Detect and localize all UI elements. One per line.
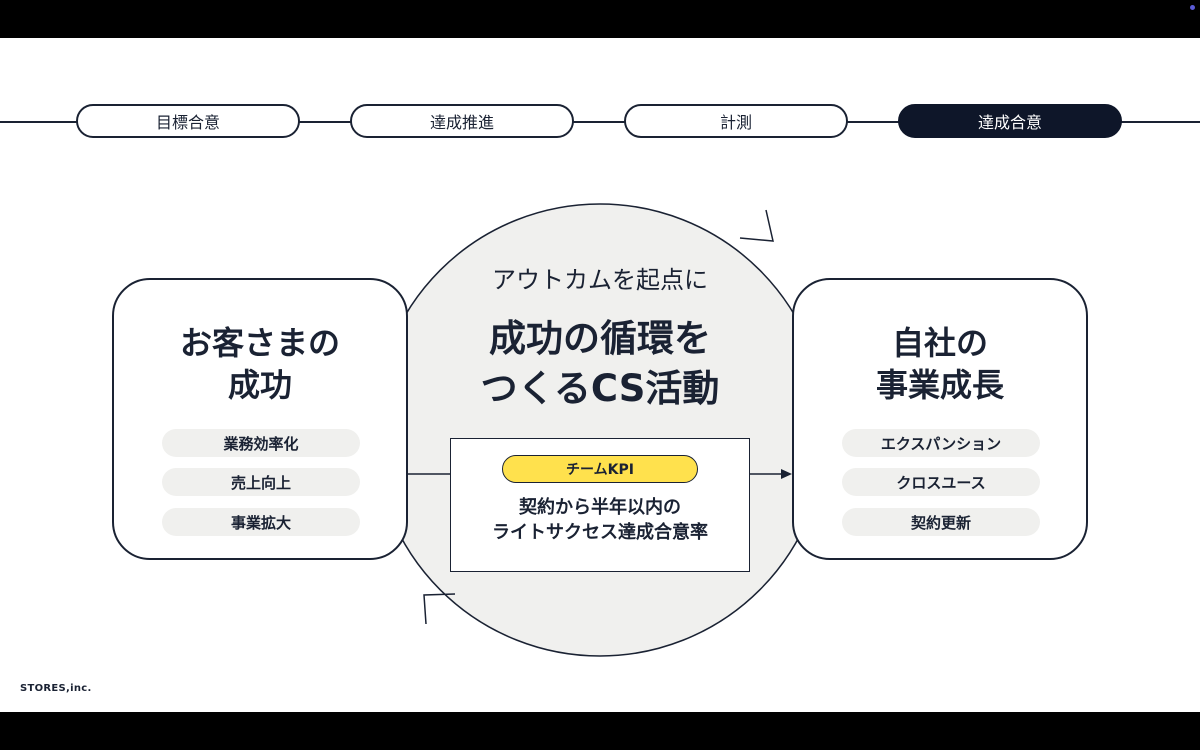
company-growth-title-line2: 事業成長 [875,366,1004,404]
cycle-arrow-bottom-icon [423,593,456,625]
connector-arrow-icon [781,469,792,479]
company-growth-title: 自社の 事業成長 [794,322,1086,406]
team-kpi-line1: 契約から半年以内の [519,497,681,518]
cycle-arrow-top-icon [739,209,774,242]
center-title-line2: つくるCS活動 [480,367,720,410]
center-title-line1: 成功の循環を [489,317,711,360]
team-kpi-line2: ライトサクセス達成合意率 [492,522,708,543]
step-achievement-promotion: 達成推進 [350,104,574,138]
customer-success-box: お客さまの 成功 業務効率化 売上向上 事業拡大 [112,278,408,560]
team-kpi-description: 契約から半年以内の ライトサクセス達成合意率 [451,495,749,545]
company-logo: STORES,inc. [20,683,92,694]
customer-item-efficiency: 業務効率化 [162,429,360,457]
customer-success-title-line1: お客さまの [179,324,340,362]
customer-item-business-expansion: 事業拡大 [162,508,360,536]
customer-success-title: お客さまの 成功 [114,322,406,406]
slide: 目標合意 達成推進 計測 達成合意 お客さまの 成功 業務効率化 売上向上 事業… [0,38,1200,712]
center-title: 成功の循環を つくるCS活動 [380,314,820,414]
indicator-dot-icon [1190,5,1195,10]
company-growth-title-line1: 自社の [891,324,988,362]
company-item-cross-use: クロスユース [842,468,1040,496]
step-goal-agreement: 目標合意 [76,104,300,138]
step-progress-line [0,121,1200,123]
customer-item-sales-growth: 売上向上 [162,468,360,496]
center-subtitle: アウトカムを起点に [492,266,708,294]
customer-success-title-line2: 成功 [227,366,292,404]
top-black-bar [0,0,1200,38]
bottom-black-bar [0,712,1200,750]
step-achievement-agreement: 達成合意 [898,104,1122,138]
team-kpi-box: チームKPI 契約から半年以内の ライトサクセス達成合意率 [450,438,750,572]
team-kpi-badge: チームKPI [502,455,698,483]
step-measurement: 計測 [624,104,848,138]
company-growth-box: 自社の 事業成長 エクスパンション クロスユース 契約更新 [792,278,1088,560]
company-item-renewal: 契約更新 [842,508,1040,536]
company-item-expansion: エクスパンション [842,429,1040,457]
